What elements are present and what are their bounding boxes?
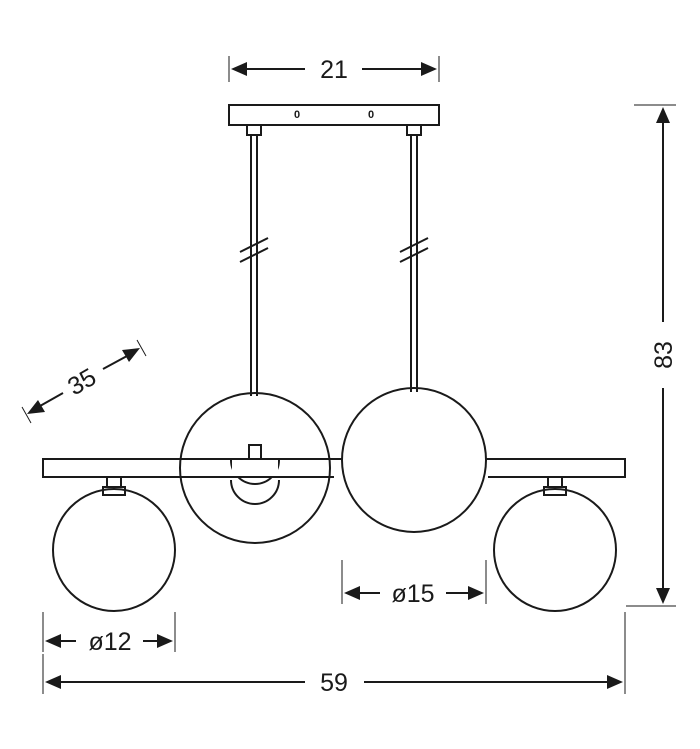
canopy-mark-left: 0 bbox=[294, 109, 300, 121]
arrowhead-right-icon bbox=[607, 675, 623, 689]
dimension-overall-height: 83 bbox=[626, 104, 678, 607]
arrowhead-right-icon bbox=[157, 634, 173, 648]
horizontal-bar bbox=[42, 458, 626, 478]
depth-label: 35 bbox=[63, 363, 101, 401]
dimension-canopy-width: 21 bbox=[228, 56, 440, 84]
arrowhead-down-left-icon bbox=[27, 400, 45, 414]
arrowhead-right-icon bbox=[468, 586, 484, 600]
canopy-width-label: 21 bbox=[320, 56, 348, 84]
arrowhead-left-icon bbox=[344, 586, 360, 600]
arrowhead-left-icon bbox=[45, 634, 61, 648]
small-globe-right bbox=[493, 476, 617, 612]
small-globe-diameter-label: ø12 bbox=[88, 628, 131, 656]
dimension-overall-width: 59 bbox=[42, 612, 626, 697]
dimension-depth: 35 bbox=[21, 339, 147, 424]
arrowhead-left-icon bbox=[231, 62, 247, 76]
arrowhead-up-right-icon bbox=[122, 348, 140, 362]
arrowhead-up-icon bbox=[656, 107, 670, 123]
canopy-mark-right: 0 bbox=[368, 109, 374, 121]
suspension-rod-left bbox=[239, 135, 269, 396]
dimension-small-globe: ø12 bbox=[42, 612, 176, 656]
overall-width-label: 59 bbox=[320, 669, 348, 697]
dimension-large-globe: ø15 bbox=[341, 560, 487, 608]
small-globe-left bbox=[52, 476, 176, 612]
large-globe-diameter-label: ø15 bbox=[391, 580, 434, 608]
arrowhead-down-icon bbox=[656, 588, 670, 604]
overall-height-label: 83 bbox=[650, 341, 678, 369]
large-globe bbox=[341, 387, 487, 533]
arrowhead-right-icon bbox=[421, 62, 437, 76]
suspension-rod-right bbox=[399, 135, 429, 392]
ceiling-canopy: 0 0 bbox=[228, 104, 440, 136]
arrowhead-left-icon bbox=[45, 675, 61, 689]
